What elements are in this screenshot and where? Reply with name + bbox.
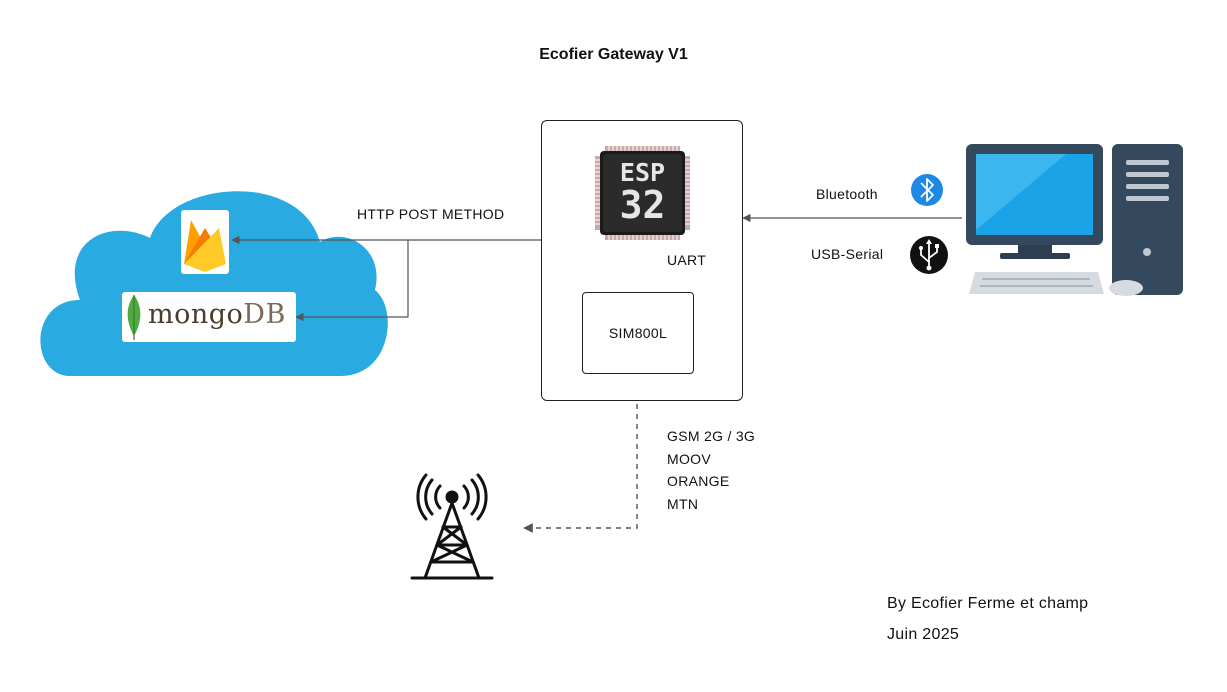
gsm-network-label: GSM 2G / 3G — [667, 428, 756, 444]
usb-serial-label: USB-Serial — [811, 246, 884, 262]
firebase-icon — [184, 220, 226, 272]
sim800l-module: SIM800L — [582, 292, 694, 374]
mongodb-logo: mongoDB — [122, 292, 296, 342]
diagram-title: Ecofier Gateway V1 — [539, 46, 688, 63]
gsm-operator-mtn: MTN — [667, 495, 699, 512]
mongodb-wordmark: mongoDB — [148, 299, 286, 330]
gsm-operator-orange: ORANGE — [667, 473, 730, 489]
bluetooth-label: Bluetooth — [816, 186, 878, 202]
usb-icon — [910, 236, 948, 274]
desktop-computer-icon — [966, 144, 1183, 296]
esp32-chip-line2: 32 — [620, 183, 666, 227]
mongodb-wordmark-main: mongo — [148, 299, 244, 330]
gsm-operator-moov: MOOV — [667, 450, 711, 467]
http-connector — [231, 235, 541, 322]
gsm-connector — [523, 373, 642, 533]
esp32-chip-line1: ESP — [620, 158, 665, 187]
mongodb-leaf-icon — [127, 295, 141, 340]
http-post-label: HTTP POST METHOD — [357, 206, 505, 222]
bluetooth-icon — [911, 174, 943, 206]
cell-tower-icon — [410, 473, 494, 580]
sim800l-label: SIM800L — [608, 325, 668, 341]
footer-author: By Ecofier Ferme et champ — [887, 595, 1089, 612]
firebase-logo — [181, 210, 229, 274]
uart-label: UART — [667, 252, 707, 268]
esp32-chip-icon: ESP 32 — [595, 146, 690, 240]
mongodb-wordmark-db: DB — [243, 299, 286, 330]
gsm-info-list: GSM 2G / 3G MOOV ORANGE MTN — [667, 425, 755, 515]
footer-date: Juin 2025 — [887, 626, 960, 643]
